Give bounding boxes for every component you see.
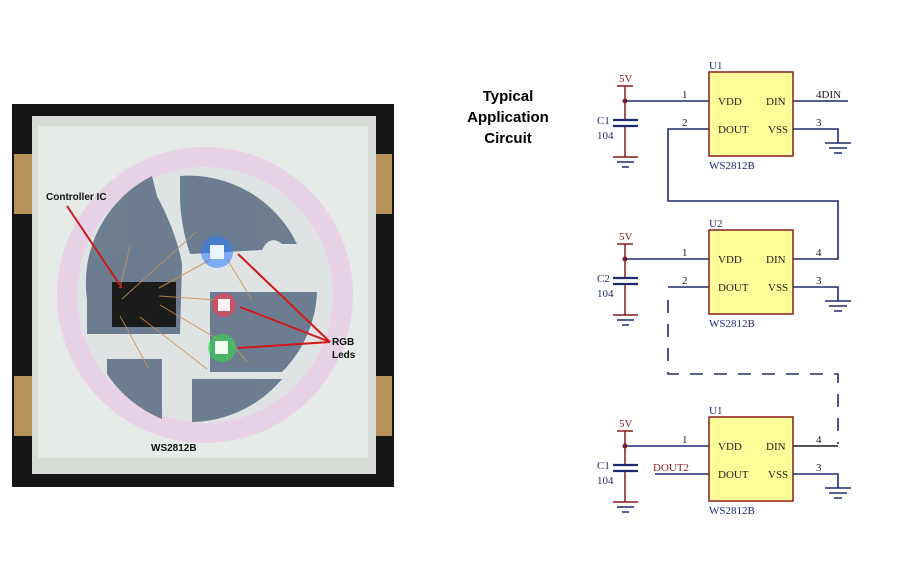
cap-ref: C1 [597, 115, 610, 127]
pin-din: DIN [766, 441, 786, 453]
pin-num-1: 1 [682, 247, 688, 259]
pin-vdd: VDD [718, 96, 742, 108]
pin-num-3: 3 [816, 117, 822, 129]
title-line-2: Application [467, 109, 549, 126]
title-line-3: Circuit [484, 130, 532, 147]
supply-label: 5V [619, 231, 633, 243]
package-part-label: WS2812B [151, 443, 197, 454]
pin-vdd: VDD [718, 441, 742, 453]
pin-num-2: 2 [682, 117, 688, 129]
cap-value: 104 [597, 475, 614, 487]
chip-body [708, 71, 794, 157]
pin-vss: VSS [768, 282, 788, 294]
controller-ic-label: Controller IC [46, 192, 107, 203]
pin-num-1: 1 [682, 434, 688, 446]
circuit-title: Typical Application Circuit [448, 86, 568, 149]
u1-dout-to-u2-din-wire [667, 128, 839, 260]
pin-vdd: VDD [718, 254, 742, 266]
chip-ref: U1 [709, 60, 722, 72]
blue-led [210, 245, 224, 259]
vss-wire [793, 286, 839, 301]
pin-dout: DOUT [718, 469, 749, 481]
pin-vss: VSS [768, 124, 788, 136]
pad-left-bottom [14, 376, 32, 436]
cap-ref: C2 [597, 273, 610, 285]
pin-din: DIN [766, 96, 786, 108]
pad-right-bottom [374, 376, 392, 436]
pin-vss: VSS [768, 469, 788, 481]
title-line-1: Typical [482, 88, 534, 105]
callout-lines [66, 205, 331, 349]
pin-num-2: 2 [682, 275, 688, 287]
pin-num-3: 3 [816, 275, 822, 287]
supply-label: 5V [619, 418, 633, 430]
pin-dout: DOUT [718, 282, 749, 294]
pad-left-top [14, 154, 32, 214]
chip-part: WS2812B [709, 505, 755, 517]
chip-body [708, 229, 794, 315]
chip-part: WS2812B [709, 160, 755, 172]
pin-num-4: 4 [816, 247, 822, 259]
rgb-leds-label-line2: Leds [332, 350, 356, 361]
cap-value: 104 [597, 288, 614, 300]
chip-body [708, 416, 794, 502]
chain-continuation-dashed [667, 300, 839, 444]
chip-part: WS2812B [709, 318, 755, 330]
cap-value: 104 [597, 130, 614, 142]
cap-ref: C1 [597, 460, 610, 472]
supply-label: 5V [619, 73, 633, 85]
pin-num-4: 4 [816, 434, 822, 446]
green-led [215, 341, 228, 354]
chip-ref: U1 [709, 405, 722, 417]
chip-ref: U2 [709, 218, 722, 230]
dout-net-label: DOUT2 [653, 462, 689, 474]
pin-num-3: 3 [816, 462, 822, 474]
vss-wire [793, 473, 839, 488]
ws2812b-photo: Controller IC RGB Leds WS2812B [12, 104, 394, 487]
vss-wire [793, 128, 839, 143]
rgb-leds-label-line1: RGB [332, 337, 354, 348]
pin-din: DIN [766, 254, 786, 266]
pin-dout: DOUT [718, 124, 749, 136]
pad-right-top [374, 154, 392, 214]
pin-num-1: 1 [682, 89, 688, 101]
interconnect-wires [667, 100, 848, 447]
red-led [218, 299, 230, 311]
pin-num-4: 4DIN [816, 89, 841, 101]
